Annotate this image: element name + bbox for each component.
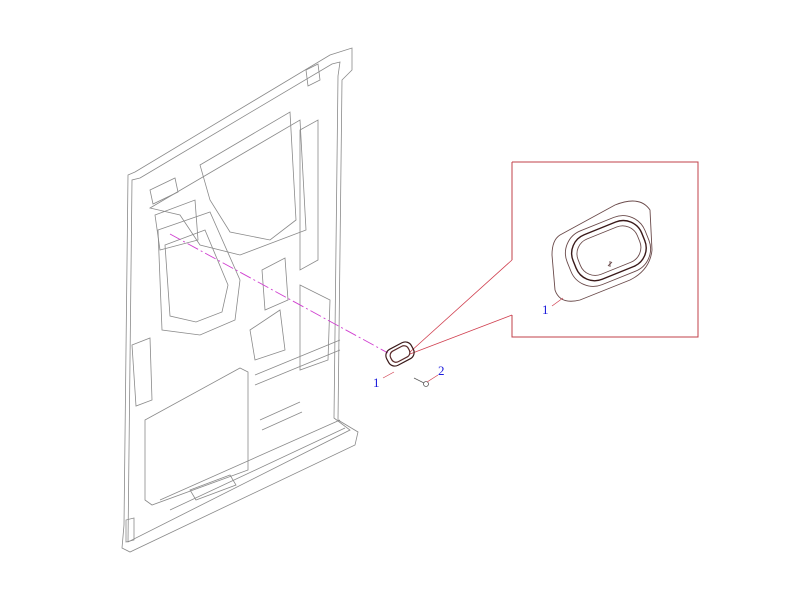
detail-leader-top bbox=[409, 259, 513, 353]
leader-1-small bbox=[382, 371, 395, 379]
lamp-part-small bbox=[385, 341, 415, 367]
callout-1-detail[interactable]: 1 bbox=[542, 302, 549, 317]
door-panel bbox=[121, 47, 359, 553]
callout-1[interactable]: 1 bbox=[373, 375, 380, 390]
detail-leader-bottom bbox=[409, 314, 513, 355]
centerline bbox=[169, 233, 389, 354]
leader-2 bbox=[426, 374, 439, 383]
lamp-part-enlarged bbox=[551, 200, 653, 302]
leader-1-detail bbox=[551, 297, 564, 307]
screw bbox=[413, 377, 429, 387]
callout-2[interactable]: 2 bbox=[438, 363, 445, 378]
detail-view-frame bbox=[511, 161, 699, 338]
